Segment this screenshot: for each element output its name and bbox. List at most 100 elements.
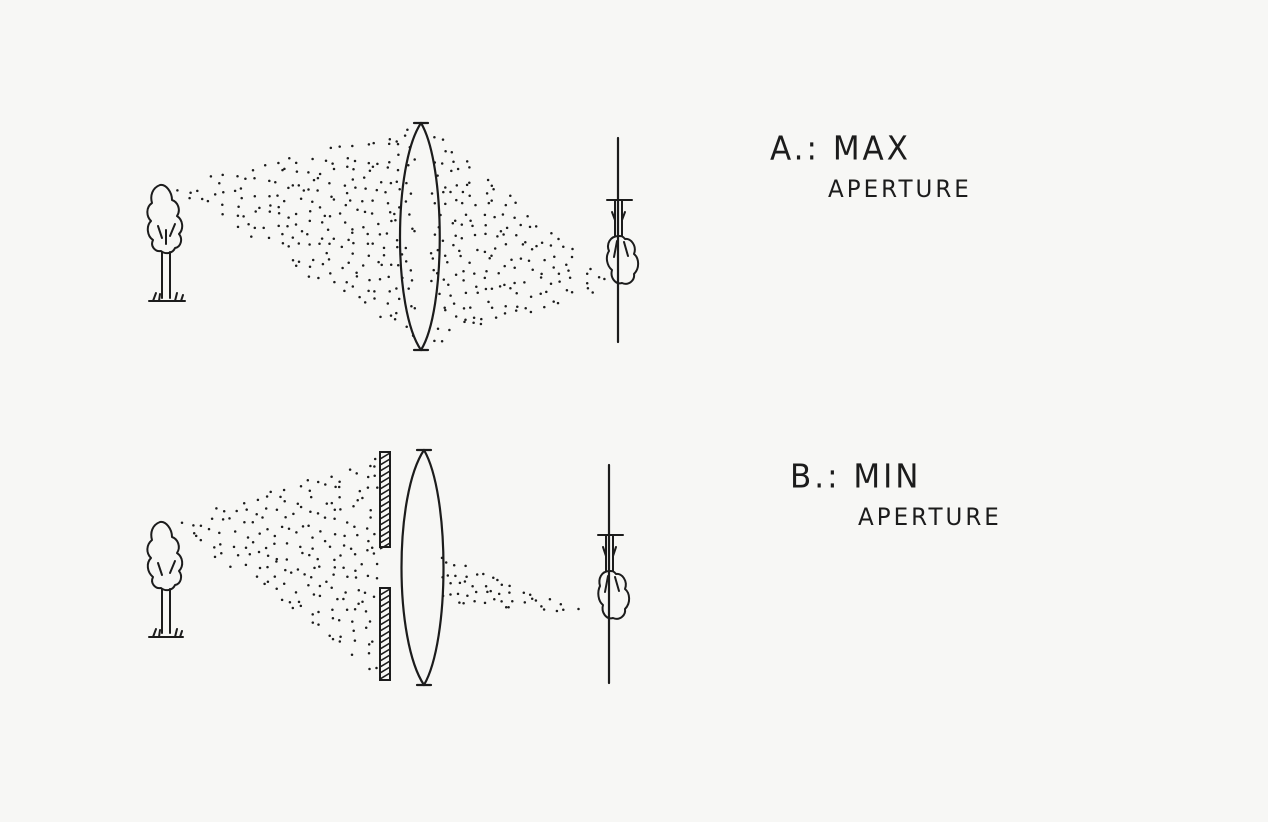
light-dot [277, 212, 281, 215]
light-dot [493, 597, 496, 601]
light-dot [266, 554, 270, 558]
light-dot [388, 210, 392, 214]
light-dot [275, 508, 279, 511]
light-dot [542, 608, 546, 611]
light-dot [591, 291, 594, 294]
light-dot [372, 595, 376, 599]
light-dot [386, 166, 390, 169]
light-dot [530, 248, 534, 251]
light-dot [503, 264, 506, 268]
light-dot [333, 533, 337, 536]
light-dot [367, 643, 371, 646]
light-dot [291, 606, 295, 610]
light-dot [339, 554, 342, 557]
light-dot [328, 634, 331, 638]
light-dot [291, 184, 295, 187]
light-dot [330, 586, 333, 589]
light-dot [307, 171, 310, 174]
light-dot [386, 202, 390, 205]
light-dot [408, 213, 411, 216]
light-dot [307, 524, 310, 528]
light-dot [465, 160, 469, 163]
hatch-line [379, 482, 391, 490]
light-dot [444, 308, 447, 312]
light-dot [404, 260, 408, 263]
light-dot [313, 566, 316, 570]
light-dot [192, 524, 195, 527]
light-dot [395, 311, 398, 315]
light-dot [251, 169, 255, 172]
light-dot [356, 533, 359, 537]
light-dot [397, 297, 401, 301]
light-dot [377, 260, 380, 264]
light-dot [373, 532, 376, 536]
light-dot [356, 208, 359, 211]
light-dot [407, 164, 410, 167]
light-dot [339, 635, 342, 638]
light-dot [286, 225, 289, 228]
light-dot [333, 508, 337, 512]
light-dot [473, 272, 476, 275]
light-dot [549, 244, 553, 247]
light-dot [367, 539, 370, 543]
light-dot [378, 233, 382, 236]
light-dot [188, 196, 191, 200]
light-dot [318, 565, 321, 568]
light-dot [338, 495, 341, 499]
light-dot [236, 214, 240, 217]
hatch-line [379, 464, 391, 472]
light-dot [254, 210, 257, 213]
light-dot [378, 277, 382, 281]
light-dot [562, 608, 565, 612]
light-dot [540, 272, 543, 276]
light-dot [257, 550, 261, 554]
light-dot [465, 183, 469, 187]
light-dot [300, 229, 304, 233]
light-dot [200, 197, 204, 201]
light-dot [308, 243, 311, 246]
light-dot [299, 505, 303, 509]
light-dot [492, 187, 495, 191]
hatch-line [379, 624, 391, 632]
light-dot [306, 478, 310, 482]
light-dot [475, 285, 478, 288]
light-dot [565, 288, 569, 292]
light-dot [332, 237, 336, 240]
light-dot [376, 486, 379, 489]
light-dot [244, 546, 248, 550]
light-dot [355, 472, 358, 475]
light-dot [307, 583, 310, 587]
light-dot [299, 484, 303, 488]
light-dot [199, 524, 203, 528]
light-dot [276, 194, 279, 197]
light-dot [450, 169, 453, 173]
light-dot [396, 263, 400, 267]
light-dot [329, 146, 333, 150]
light-dot [504, 242, 508, 246]
light-dot [287, 245, 290, 248]
light-dot [194, 534, 198, 538]
light-dot [333, 566, 337, 569]
hatch-line [379, 594, 391, 602]
light-dot [318, 584, 322, 588]
light-dot [342, 597, 345, 601]
light-dot [325, 251, 328, 255]
light-dot [282, 582, 286, 586]
light-dot [229, 565, 232, 569]
light-dot [535, 244, 538, 248]
light-dot [493, 247, 497, 250]
panel-b-diaphragm-lower [379, 587, 391, 681]
light-dot [384, 190, 387, 194]
light-dot [311, 613, 314, 616]
light-dot [268, 194, 271, 198]
light-dot [498, 285, 502, 288]
light-dot [389, 263, 393, 266]
light-dot [379, 315, 382, 319]
light-dot [357, 589, 361, 592]
light-dot [375, 666, 378, 670]
light-dot [492, 576, 495, 579]
panel-b-inverted-tree-icon [597, 534, 631, 620]
light-dot [389, 314, 393, 317]
panel-b-outgoing-light-cone [440, 556, 580, 613]
light-dot [333, 280, 336, 284]
